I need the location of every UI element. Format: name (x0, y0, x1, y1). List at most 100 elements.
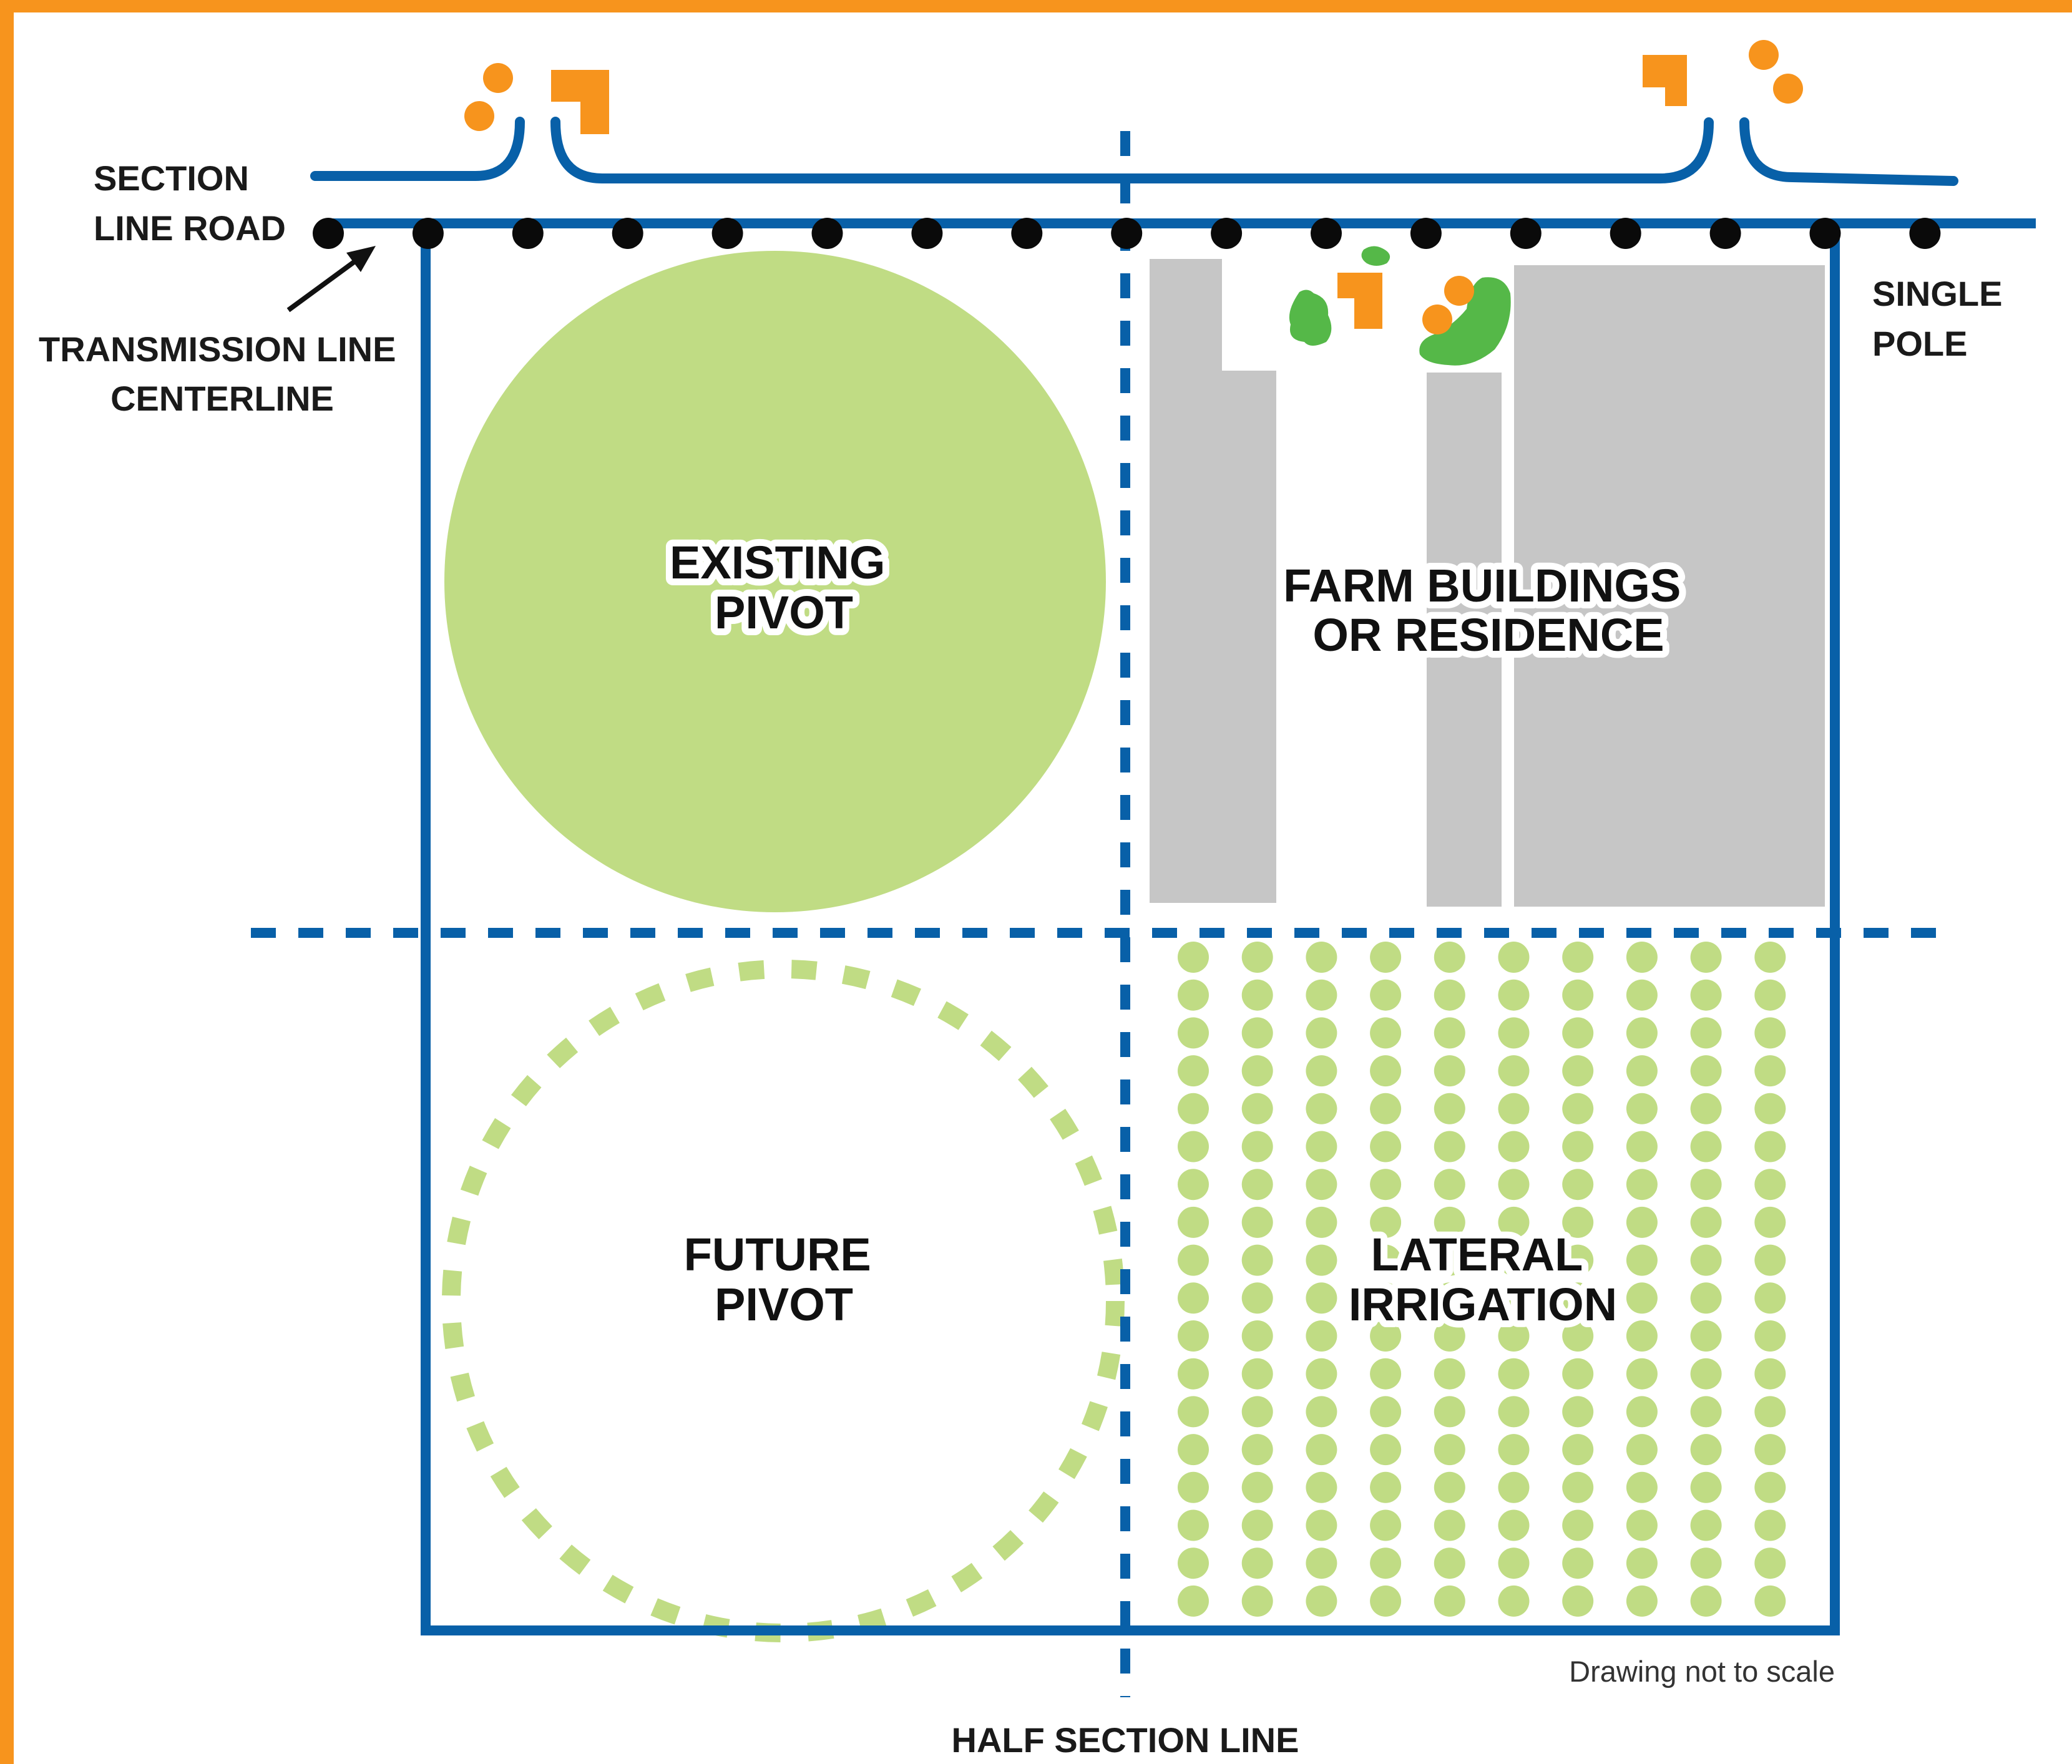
irrigation-dot (1370, 1093, 1402, 1124)
future-pivot-line2: PIVOT (715, 1279, 853, 1330)
half-section-line-label: HALF SECTION LINE (952, 1720, 1299, 1760)
irrigation-dot (1370, 1206, 1402, 1238)
irrigation-dot (1434, 1396, 1465, 1428)
irrigation-dot (1370, 1585, 1402, 1617)
irrigation-dot (1306, 1055, 1337, 1087)
irrigation-dot (1498, 1017, 1530, 1049)
single-pole-line2: POLE (1872, 324, 1967, 363)
farmstead (1289, 246, 1511, 366)
frame-top (0, 0, 2072, 12)
irrigation-dot (1562, 1547, 1594, 1579)
irrigation-dot (1178, 1244, 1209, 1276)
irrigation-dot (1241, 1320, 1273, 1352)
future-pivot-label: FUTURE PIVOT (684, 1229, 884, 1330)
irrigation-dot (1754, 1206, 1786, 1238)
irrigation-dot (1498, 1434, 1530, 1466)
building-left (1150, 259, 1276, 903)
frame-left (0, 0, 14, 1764)
irrigation-dot (1306, 1509, 1337, 1541)
irrigation-dot (1562, 1434, 1594, 1466)
irrigation-dot (1626, 979, 1658, 1011)
pole-dot-icon (911, 218, 943, 249)
road-houses (464, 40, 1803, 134)
irrigation-dot (1178, 1547, 1209, 1579)
lateral-irrigation-label: LATERAL IRRIGATION (1349, 1229, 1617, 1330)
lateral-irrigation-line1: LATERAL (1371, 1229, 1581, 1280)
irrigation-dot (1754, 979, 1786, 1011)
irrigation-dot (1178, 1282, 1209, 1314)
house-dot-icon (1422, 305, 1452, 334)
irrigation-dot (1626, 1055, 1658, 1087)
irrigation-dot (1241, 1547, 1273, 1579)
farm-buildings-line1: FARM BUILDINGS (1283, 560, 1681, 612)
irrigation-dot (1178, 942, 1209, 973)
irrigation-dot (1498, 1396, 1530, 1428)
irrigation-dot (1690, 1017, 1722, 1049)
irrigation-dot (1241, 979, 1273, 1011)
irrigation-dot (1754, 1093, 1786, 1124)
irrigation-dot (1626, 1093, 1658, 1124)
irrigation-dot (1241, 1093, 1273, 1124)
irrigation-dot (1690, 1434, 1722, 1466)
irrigation-dot (1626, 1017, 1658, 1049)
irrigation-dot (1754, 1585, 1786, 1617)
section-line-road-line1: SECTION (94, 158, 249, 198)
section-line-road-label: SECTION LINE ROAD (94, 158, 286, 248)
irrigation-dot (1178, 1206, 1209, 1238)
irrigation-dot (1754, 1396, 1786, 1428)
road-left-segment (310, 117, 525, 181)
irrigation-dot (1754, 1131, 1786, 1162)
irrigation-dot (1178, 1093, 1209, 1124)
pole-dot-icon (1510, 218, 1542, 249)
irrigation-dot (1562, 1206, 1594, 1238)
house-dot-icon (1444, 276, 1474, 306)
irrigation-dot (1434, 1320, 1465, 1352)
irrigation-dot (1370, 979, 1402, 1011)
irrigation-dot (1498, 1055, 1530, 1087)
irrigation-dot (1498, 979, 1530, 1011)
irrigation-dot (1754, 942, 1786, 973)
irrigation-dot (1626, 1358, 1658, 1390)
farm-buildings-label: FARM BUILDINGS OR RESIDENCE (1283, 560, 1694, 661)
irrigation-dot (1241, 1282, 1273, 1314)
pole-dot-icon (1610, 218, 1641, 249)
irrigation-dot (1562, 1169, 1594, 1201)
pole-dot-icon (612, 218, 643, 249)
irrigation-dot (1498, 1585, 1530, 1617)
irrigation-dot (1306, 942, 1337, 973)
irrigation-dot (1306, 1471, 1337, 1503)
irrigation-dot (1562, 1396, 1594, 1428)
irrigation-dot (1562, 1471, 1594, 1503)
irrigation-dot (1498, 1206, 1530, 1238)
irrigation-dot (1241, 942, 1273, 973)
irrigation-dot (1434, 1093, 1465, 1124)
irrigation-dot (1498, 942, 1530, 973)
irrigation-dot (1626, 942, 1658, 973)
irrigation-dot (1241, 1017, 1273, 1049)
irrigation-dot (1434, 1131, 1465, 1162)
irrigation-dot (1370, 1434, 1402, 1466)
irrigation-dot (1434, 1509, 1465, 1541)
pole-dot-icon (811, 218, 843, 249)
irrigation-dot (1562, 979, 1594, 1011)
irrigation-dot (1626, 1169, 1658, 1201)
irrigation-dot (1241, 1169, 1273, 1201)
irrigation-dot (1178, 1358, 1209, 1390)
irrigation-dot (1306, 1244, 1337, 1276)
irrigation-dot (1690, 979, 1722, 1011)
future-pivot-circle (442, 960, 1125, 1642)
pole-dot-icon (512, 218, 544, 249)
arrow-head (346, 246, 376, 272)
irrigation-dot (1434, 979, 1465, 1011)
irrigation-dot (1178, 1131, 1209, 1162)
irrigation-dot (1498, 1169, 1530, 1201)
irrigation-dot (1754, 1320, 1786, 1352)
irrigation-dot (1754, 1244, 1786, 1276)
irrigation-dot (1690, 942, 1722, 973)
irrigation-dot (1370, 1282, 1402, 1314)
irrigation-dot (1434, 1434, 1465, 1466)
irrigation-dot (1626, 1509, 1658, 1541)
irrigation-dot (1690, 1169, 1722, 1201)
irrigation-dot (1434, 1169, 1465, 1201)
irrigation-dot (1690, 1547, 1722, 1579)
